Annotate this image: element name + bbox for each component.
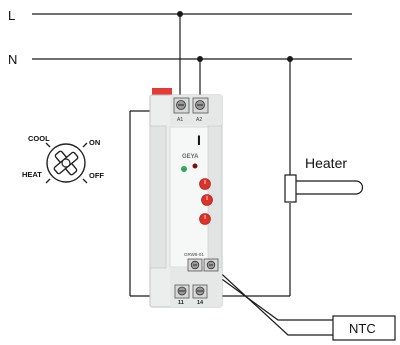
terminal-a2-label: A2 bbox=[196, 117, 202, 123]
mode-selector-dial bbox=[45, 142, 88, 184]
terminal-14-label: 14 bbox=[197, 300, 204, 306]
terminal-a1-label: A1 bbox=[177, 117, 183, 123]
top-tab bbox=[152, 88, 172, 95]
thermostat-relay-device: A1 A2 I GEYA GRW8-01 11 14 bbox=[149, 88, 223, 308]
live-line-label: L bbox=[8, 8, 15, 23]
heater-label: Heater bbox=[305, 155, 347, 171]
model-label: GRW8-01 bbox=[184, 252, 204, 257]
brand-label: GEYA bbox=[182, 154, 199, 160]
heater-body bbox=[284, 174, 297, 203]
selector-off-label: OFF bbox=[89, 171, 104, 180]
wire-ntc-1 bbox=[203, 265, 333, 321]
ntc-sensor-box bbox=[332, 315, 396, 341]
ntc-label: NTC bbox=[349, 321, 376, 336]
front-marker: I bbox=[197, 132, 201, 148]
terminal-11-label: 11 bbox=[178, 300, 184, 306]
wire-ntc-2 bbox=[212, 265, 333, 336]
heater-element-icon bbox=[296, 180, 364, 195]
neutral-line-label: N bbox=[8, 52, 17, 67]
selector-cool-label: COOL bbox=[28, 134, 50, 143]
relay-led bbox=[192, 163, 198, 169]
power-led bbox=[181, 166, 187, 172]
selector-on-label: ON bbox=[89, 138, 100, 147]
selector-heat-label: HEAT bbox=[22, 170, 42, 179]
